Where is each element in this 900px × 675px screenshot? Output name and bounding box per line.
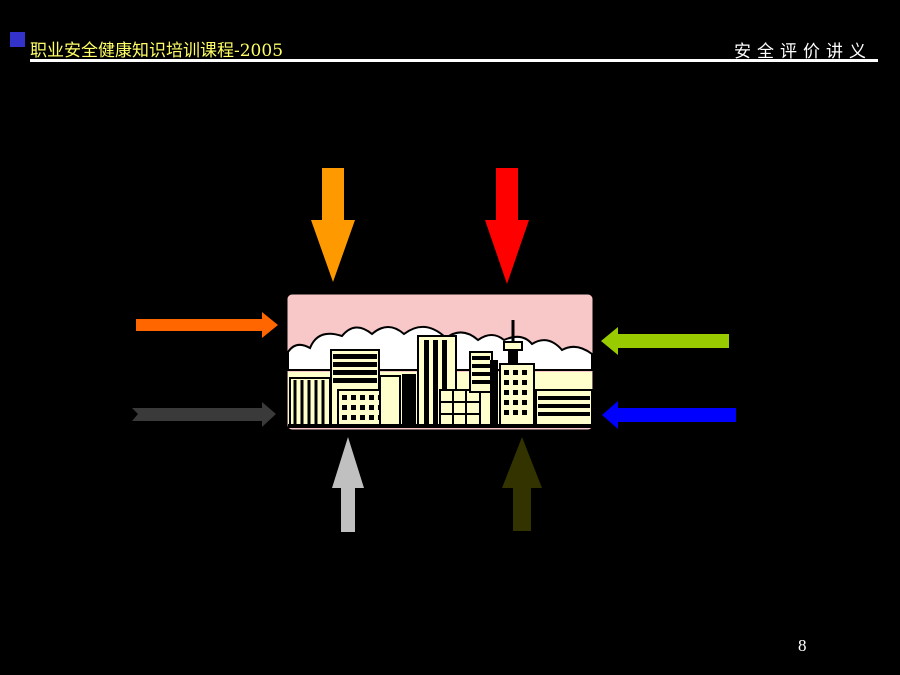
course-title: 职业安全健康知识培训课程-2005 bbox=[30, 41, 284, 61]
arrow-bottom-left-icon bbox=[332, 437, 364, 532]
arrow-top-right-icon bbox=[485, 168, 529, 284]
arrow-left-top-icon bbox=[136, 312, 278, 338]
city-skyline-icon bbox=[286, 293, 594, 431]
lecture-subtitle: 安全评价讲义 bbox=[734, 42, 872, 62]
page-number: 8 bbox=[798, 636, 807, 655]
arrow-bottom-right-icon bbox=[502, 437, 542, 531]
arrow-left-bottom-icon bbox=[132, 402, 276, 427]
arrow-top-left-icon bbox=[311, 168, 355, 282]
header-bullet-square bbox=[10, 32, 25, 47]
arrow-right-top-icon bbox=[601, 327, 729, 355]
arrow-right-bottom-icon bbox=[602, 401, 736, 429]
header-divider bbox=[30, 59, 878, 62]
